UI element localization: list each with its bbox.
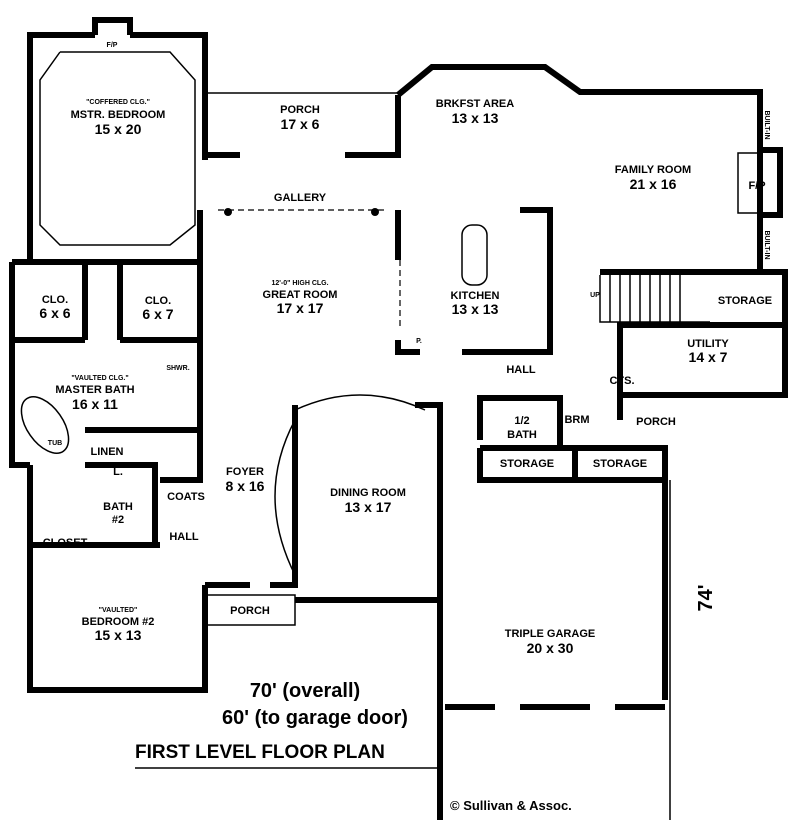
staircase <box>609 275 681 322</box>
breakfast-area-label: BRKFST AREA <box>436 98 514 110</box>
garage-width-dimension: 60' (to garage door) <box>222 707 408 729</box>
kitchen-size: 13 x 13 <box>452 301 499 317</box>
walls <box>9 17 788 820</box>
stairs-up-label: UP <box>590 292 600 299</box>
closet-1-label: CLO. <box>42 294 68 306</box>
tub-label: TUB <box>48 440 62 447</box>
side-porch-label: PORCH <box>636 416 676 428</box>
broom-closet-label: BRM <box>564 414 589 426</box>
great-room-ceiling-note: 12'-0" HIGH CLG. <box>271 280 328 287</box>
dining-room-size: 13 x 17 <box>345 499 392 515</box>
garage-label: TRIPLE GARAGE <box>505 628 595 640</box>
foyer-label: FOYER <box>226 466 264 478</box>
closet-label: CLOSET <box>43 537 88 549</box>
closet-1-size: 6 x 6 <box>39 305 70 321</box>
half-bath-label: 1/2 <box>514 415 529 427</box>
storage-label: STORAGE <box>718 295 772 307</box>
breakfast-area-size: 13 x 13 <box>452 110 499 126</box>
fireplace-icon <box>737 152 761 214</box>
coats-label: COATS <box>167 491 205 503</box>
kitchen-label: KITCHEN <box>451 290 500 302</box>
family-room-label: FAMILY ROOM <box>615 164 691 176</box>
great-room-size: 17 x 17 <box>277 300 324 316</box>
family-fireplace-label: F/P <box>748 180 765 192</box>
builtin-label: BUILT-IN <box>763 110 770 139</box>
coffered-ceiling-outline <box>39 51 196 246</box>
master-bath-ceiling-note: "VAULTED CLG." <box>71 375 128 382</box>
bedroom-2-ceiling-note: "VAULTED" <box>99 607 138 614</box>
master-bath-size: 16 x 11 <box>72 396 118 412</box>
kitchen-island <box>461 224 488 286</box>
master-bedroom-label: MSTR. BEDROOM <box>71 109 166 121</box>
master-bath-label: MASTER BATH <box>55 384 134 396</box>
bath-2-label: BATH <box>103 501 133 513</box>
garage-size: 20 x 30 <box>527 640 574 656</box>
cts-label: CTS. <box>609 375 634 387</box>
bathtub <box>20 396 70 454</box>
linen-l-label: L. <box>113 466 123 478</box>
bedroom-2-size: 15 x 13 <box>95 627 142 643</box>
closet-2-size: 6 x 7 <box>142 306 173 322</box>
overall-width-dimension: 70' (overall) <box>250 680 360 702</box>
master-fireplace-label: F/P <box>107 42 118 49</box>
utility-label: UTILITY <box>687 338 729 350</box>
foyer-size: 8 x 16 <box>226 478 265 494</box>
pantry-label: P. <box>416 338 422 345</box>
half-bath-label-2: BATH <box>507 429 537 441</box>
utility-size: 14 x 7 <box>689 349 728 365</box>
plan-title: FIRST LEVEL FLOOR PLAN <box>135 742 385 763</box>
front-porch-label: PORCH <box>230 605 270 617</box>
master-ceiling-note: "COFFERED CLG." <box>86 99 150 106</box>
bath-2-number: #2 <box>112 514 124 526</box>
master-bedroom-size: 15 x 20 <box>95 121 142 137</box>
storage-left-label: STORAGE <box>500 458 554 470</box>
rear-porch-size: 17 x 6 <box>281 116 320 132</box>
bedroom-2-label: BEDROOM #2 <box>82 616 155 628</box>
room-labels: F/P "COFFERED CLG." MSTR. BEDROOM 15 x 2… <box>39 42 772 656</box>
great-room-label: GREAT ROOM <box>263 289 338 301</box>
linen-label: LINEN <box>91 446 124 458</box>
builtin-label: BUILT-IN <box>763 230 770 259</box>
hall-label: HALL <box>506 364 536 376</box>
hall-left-label: HALL <box>169 531 199 543</box>
depth-dimension: 74' <box>695 584 717 611</box>
dining-room-label: DINING ROOM <box>330 487 406 499</box>
family-room-size: 21 x 16 <box>630 176 677 192</box>
closet-2-label: CLO. <box>145 295 171 307</box>
storage-right-label: STORAGE <box>593 458 647 470</box>
shower-label: SHWR. <box>166 365 189 372</box>
copyright: © Sullivan & Assoc. <box>450 798 572 813</box>
gallery-label: GALLERY <box>274 192 327 204</box>
rear-porch-label: PORCH <box>280 104 320 116</box>
